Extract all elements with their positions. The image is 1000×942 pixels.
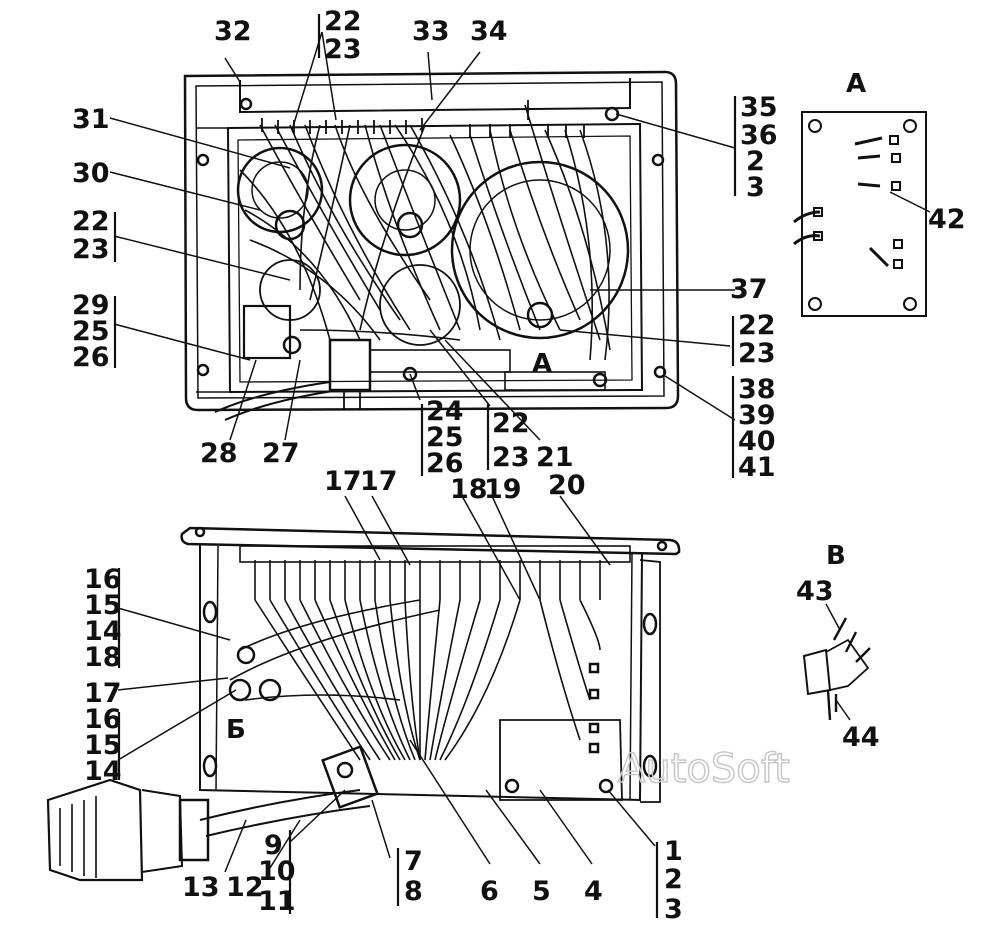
label-23-bottom: 23 <box>492 442 530 473</box>
label-11: 11 <box>258 886 296 917</box>
bottom-labels: 17 17 18 19 20 16 15 14 18 17 16 15 14 1… <box>84 466 880 925</box>
label-20: 20 <box>548 470 586 501</box>
label-16: 16 <box>84 564 122 595</box>
group-brackets <box>113 14 737 918</box>
label-2-bottom: 2 <box>664 864 683 895</box>
view-a-plate <box>793 111 927 317</box>
section-b-marker: Б <box>226 715 246 745</box>
label-30: 30 <box>72 158 110 189</box>
label-38: 38 <box>738 374 776 405</box>
label-32: 32 <box>214 16 252 47</box>
label-31: 31 <box>72 104 110 135</box>
label-28: 28 <box>200 438 238 469</box>
top-panel-drawing <box>183 70 680 421</box>
label-13: 13 <box>182 872 220 903</box>
label-22-left: 22 <box>72 206 110 237</box>
label-24: 24 <box>426 396 464 427</box>
label-16-left: 16 <box>84 704 122 735</box>
label-27: 27 <box>262 438 300 469</box>
label-36: 36 <box>740 120 778 151</box>
label-18-left: 18 <box>84 642 122 673</box>
label-14-left: 14 <box>84 756 122 787</box>
view-a-title: A <box>846 69 866 99</box>
label-17-a: 17 <box>324 466 362 497</box>
label-5: 5 <box>532 876 551 907</box>
label-29: 29 <box>72 290 110 321</box>
label-26-left: 26 <box>72 342 110 373</box>
label-35: 35 <box>740 92 778 123</box>
label-33: 33 <box>412 16 450 47</box>
label-23-top: 23 <box>324 34 362 65</box>
label-44: 44 <box>842 722 880 753</box>
label-15: 15 <box>84 590 122 621</box>
label-41: 41 <box>738 452 776 483</box>
label-39: 39 <box>738 400 776 431</box>
label-12: 12 <box>226 872 264 903</box>
label-40: 40 <box>738 426 776 457</box>
label-22-top: 22 <box>324 6 362 37</box>
label-23-right: 23 <box>738 338 776 369</box>
label-17-left: 17 <box>84 678 122 709</box>
label-17-b: 17 <box>360 466 398 497</box>
label-9: 9 <box>264 830 283 861</box>
leader-lines <box>109 31 931 873</box>
label-18: 18 <box>450 474 488 505</box>
label-2-top: 2 <box>746 146 765 177</box>
label-19: 19 <box>484 474 522 505</box>
label-42: 42 <box>928 204 966 235</box>
label-34: 34 <box>470 16 508 47</box>
label-37: 37 <box>730 274 768 305</box>
label-3-top: 3 <box>746 172 765 203</box>
label-22-right: 22 <box>738 310 776 341</box>
label-14: 14 <box>84 616 122 647</box>
label-1: 1 <box>664 836 683 867</box>
label-43: 43 <box>796 576 834 607</box>
label-25-left: 25 <box>72 316 110 347</box>
label-3-bottom: 3 <box>664 894 683 925</box>
view-b-switch <box>802 617 871 721</box>
top-labels: 32 22 23 33 34 31 30 22 23 29 25 26 28 2… <box>72 6 966 483</box>
label-10: 10 <box>258 856 296 887</box>
view-a-marker: А <box>532 349 552 379</box>
label-26-bottom: 26 <box>426 448 464 479</box>
label-7: 7 <box>404 846 423 877</box>
view-b-title: B <box>826 541 846 571</box>
label-4: 4 <box>584 876 603 907</box>
label-6: 6 <box>480 876 499 907</box>
label-23-left: 23 <box>72 234 110 265</box>
label-25-bottom: 25 <box>426 422 464 453</box>
label-22-bottom: 22 <box>492 408 530 439</box>
label-8: 8 <box>404 876 423 907</box>
label-15-left: 15 <box>84 730 122 761</box>
label-21: 21 <box>536 442 574 473</box>
bottom-panel-drawing <box>46 526 681 882</box>
watermark-text: AutoSoft <box>618 746 790 792</box>
